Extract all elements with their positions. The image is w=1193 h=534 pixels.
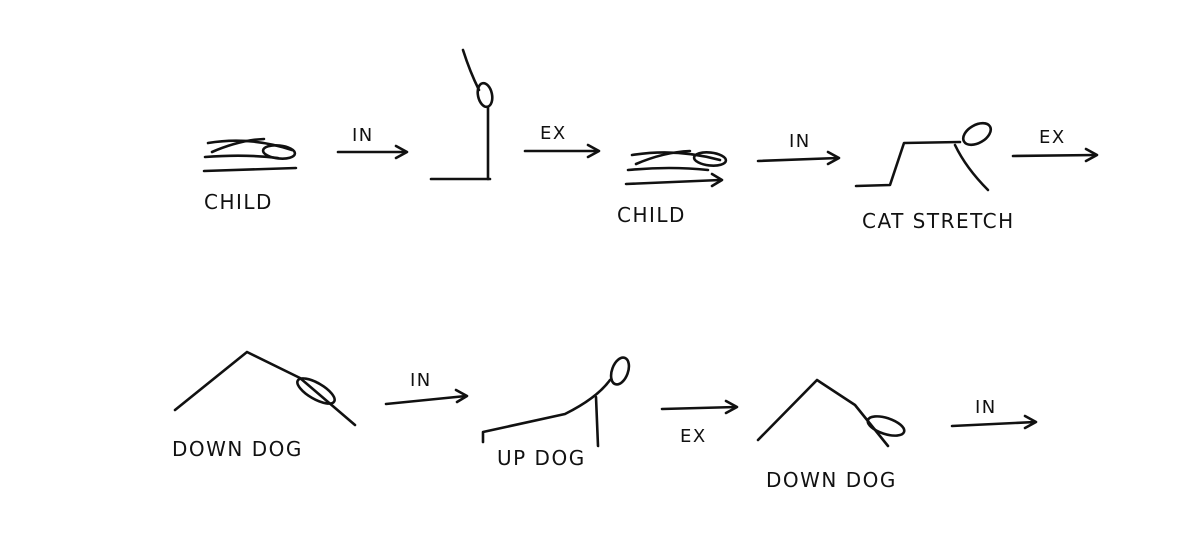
kneeling-upright-figure	[429, 48, 494, 181]
up-dog-label: UP DOG	[497, 446, 586, 470]
breath-label-in-3: IN	[410, 370, 432, 391]
arrow-in-2	[756, 150, 841, 166]
down-dog-figure-2	[756, 378, 906, 448]
breath-label-ex-3: EX	[680, 426, 707, 447]
arrow-ex-1	[523, 143, 601, 159]
breath-label-in-4: IN	[975, 397, 997, 418]
breath-label-in-1: IN	[352, 125, 374, 146]
arrow-in-3	[384, 388, 469, 406]
child-pose-figure-1	[202, 137, 298, 173]
arrow-in-1	[336, 144, 409, 160]
arrow-in-4	[950, 414, 1038, 430]
breath-label-ex-2: EX	[1039, 127, 1066, 148]
down-dog-label-2: DOWN DOG	[766, 468, 897, 492]
arrow-ex-3	[660, 399, 739, 415]
arrow-ex-2	[1011, 147, 1099, 163]
cat-stretch-label: CAT STRETCH	[862, 209, 1015, 233]
down-dog-figure-1	[173, 350, 357, 427]
up-dog-figure	[481, 356, 631, 448]
child-pose-label-1: CHILD	[204, 190, 273, 214]
cat-stretch-figure	[854, 121, 993, 192]
breath-label-ex-1: EX	[540, 123, 567, 144]
child-pose-figure-2	[624, 149, 728, 188]
down-dog-label-1: DOWN DOG	[172, 437, 303, 461]
breath-label-in-2: IN	[789, 131, 811, 152]
child-pose-label-2: CHILD	[617, 203, 686, 227]
